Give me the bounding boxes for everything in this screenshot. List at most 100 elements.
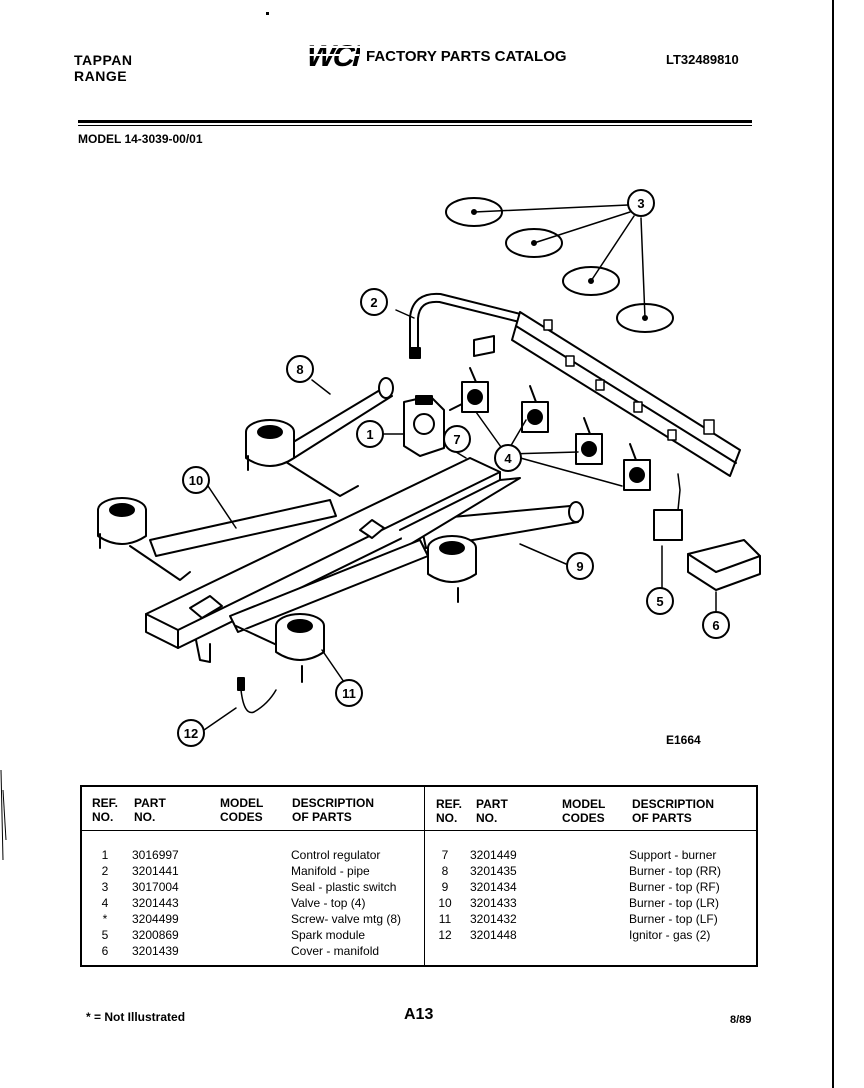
table-cell-part: 3200869 bbox=[132, 928, 179, 942]
callout-9 bbox=[566, 552, 594, 580]
footnote: * = Not Illustrated bbox=[86, 1010, 186, 1024]
callout-label: 5 bbox=[656, 594, 663, 609]
table-cell-part: 3201433 bbox=[470, 896, 517, 910]
callout-11 bbox=[335, 679, 363, 707]
callout-7 bbox=[443, 425, 471, 453]
table-cell-description: Control regulator bbox=[291, 848, 381, 862]
table-cell-ref: 2 bbox=[101, 864, 109, 878]
table-cell-ref: 8 bbox=[441, 864, 449, 878]
table-cell-part: 3201434 bbox=[470, 880, 517, 894]
header-ref-no-right: REF.NO. bbox=[436, 797, 463, 825]
header-rule-thin bbox=[78, 125, 752, 126]
scan-mark bbox=[266, 12, 269, 15]
spark-module bbox=[653, 473, 683, 589]
table-cell-part: 3016997 bbox=[132, 848, 179, 862]
table-cell-ref: 6 bbox=[101, 944, 109, 958]
left-ref-column: 1 2 3 4 * 5 6 bbox=[90, 847, 120, 959]
table-column-divider bbox=[424, 787, 425, 967]
table-cell-part: 3204499 bbox=[132, 912, 179, 926]
table-cell-part: 3201432 bbox=[470, 912, 517, 926]
table-cell-part: 3201449 bbox=[470, 848, 517, 862]
table-cell-description: Ignitor - gas (2) bbox=[629, 928, 711, 942]
table-cell-ref: 1 bbox=[101, 848, 109, 862]
callout-label: 9 bbox=[576, 559, 583, 574]
left-description-column: Control regulator Manifold - pipe Seal -… bbox=[291, 847, 401, 959]
table-cell-ref: 9 bbox=[441, 880, 449, 894]
table-cell-description: Screw- valve mtg (8) bbox=[291, 912, 402, 926]
table-cell-part: 3201448 bbox=[470, 928, 517, 942]
table-cell-ref: 4 bbox=[101, 896, 109, 910]
scan-edge-marks bbox=[0, 770, 7, 860]
header-rule bbox=[78, 120, 752, 123]
table-cell-part: 3201439 bbox=[132, 944, 179, 958]
figure-code: E1664 bbox=[666, 733, 701, 747]
burner-top-rf bbox=[399, 477, 584, 603]
table-cell-description: Manifold - pipe bbox=[291, 864, 370, 878]
manifold-pipe bbox=[395, 292, 741, 477]
callout-10 bbox=[182, 466, 210, 494]
callout-label: 1 bbox=[366, 427, 373, 442]
callout-label: 10 bbox=[189, 473, 203, 488]
table-cell-ref: * bbox=[102, 912, 108, 926]
callout-12 bbox=[177, 719, 205, 747]
right-part-column: 3201449 3201435 3201434 3201433 3201432 … bbox=[470, 847, 517, 943]
burner-top-rr bbox=[245, 377, 394, 497]
page-number: A13 bbox=[404, 1006, 434, 1023]
product-type: RANGE bbox=[74, 68, 128, 84]
right-ref-column: 7 8 9 10 11 12 bbox=[430, 847, 460, 943]
callout-circles bbox=[177, 189, 730, 747]
control-regulator bbox=[383, 395, 445, 457]
brand-name: TAPPAN bbox=[74, 52, 133, 68]
revision-date: 8/89 bbox=[730, 1014, 752, 1026]
right-description-column: Support - burner Burner - top (RR) Burne… bbox=[629, 847, 721, 943]
callout-label: 12 bbox=[184, 726, 198, 741]
header-ref-no: REF.NO. bbox=[92, 796, 119, 824]
callout-8 bbox=[286, 355, 314, 383]
table-cell-part: 3201441 bbox=[132, 864, 179, 878]
seal-plastic-switch-group bbox=[445, 197, 674, 333]
table-cell-description: Burner - top (LR) bbox=[629, 896, 720, 910]
table-header-rule bbox=[80, 830, 758, 831]
wci-logo: WCI bbox=[303, 38, 360, 72]
parts-table bbox=[80, 785, 758, 967]
callout-1 bbox=[356, 420, 384, 448]
cover-manifold bbox=[687, 539, 761, 613]
table-cell-ref: 3 bbox=[101, 880, 109, 894]
model-number: MODEL 14-3039-00/01 bbox=[78, 132, 203, 146]
catalog-title: FACTORY PARTS CATALOG bbox=[366, 48, 567, 65]
table-cell-description: Valve - top (4) bbox=[291, 896, 366, 910]
callout-4 bbox=[494, 444, 522, 472]
callout-2 bbox=[360, 288, 388, 316]
burner-top-lr bbox=[97, 485, 337, 581]
table-cell-description: Burner - top (LF) bbox=[629, 912, 718, 926]
table-cell-description: Burner - top (RR) bbox=[629, 864, 722, 878]
table-cell-ref: 12 bbox=[438, 928, 452, 942]
table-cell-description: Burner - top (RF) bbox=[629, 880, 720, 894]
table-cell-part: 3201443 bbox=[132, 896, 179, 910]
table-cell-description: Spark module bbox=[291, 928, 366, 942]
table-cell-description: Cover - manifold bbox=[291, 944, 380, 958]
burner-top-lf bbox=[229, 539, 429, 683]
table-cell-description: Support - burner bbox=[629, 848, 717, 862]
table-cell-ref: 7 bbox=[441, 848, 449, 862]
catalog-number: LT32489810 bbox=[666, 52, 739, 67]
callout-6 bbox=[702, 611, 730, 639]
callout-5 bbox=[646, 587, 674, 615]
callout-label: 4 bbox=[504, 451, 512, 466]
callout-label: 8 bbox=[296, 362, 303, 377]
callout-3 bbox=[627, 189, 655, 217]
left-part-column: 3016997 3201441 3017004 3201443 3204499 … bbox=[132, 847, 179, 959]
table-cell-part: 3201435 bbox=[470, 864, 517, 878]
table-cell-description: Seal - plastic switch bbox=[291, 880, 397, 894]
callout-label: 6 bbox=[712, 618, 719, 633]
table-cell-ref: 10 bbox=[438, 896, 452, 910]
callout-label: 3 bbox=[637, 196, 644, 211]
ignitor-gas bbox=[203, 677, 277, 731]
